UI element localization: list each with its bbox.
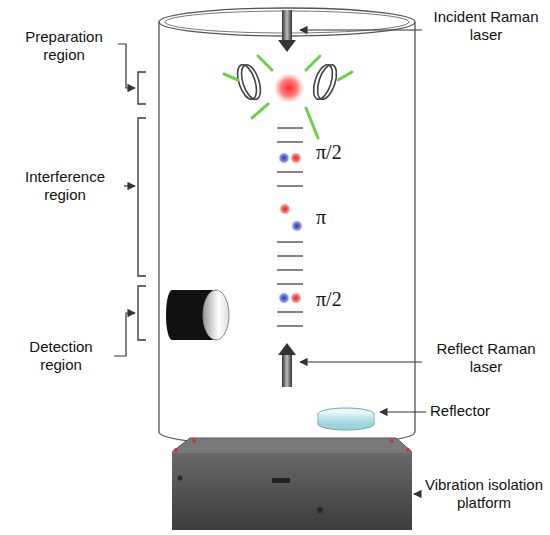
leader-line: [118, 44, 135, 88]
cooling-beam: [306, 56, 320, 70]
leader-line: [300, 29, 422, 30]
coil: [310, 62, 336, 101]
leader-line: [300, 361, 422, 362]
region-label: Interference region: [8, 168, 122, 204]
region-brackets: [138, 72, 146, 340]
laser-beam: [282, 355, 292, 387]
coil: [238, 62, 264, 101]
reflector: [318, 408, 374, 430]
isolation-platform: [172, 438, 412, 530]
ladder-dash: [277, 127, 303, 128]
red-atom: [290, 152, 302, 164]
platform-screw: [174, 448, 178, 452]
ladder-dash: [277, 269, 303, 270]
region-label: Detection region: [8, 338, 114, 374]
part-label: Vibration isolation platform: [422, 476, 546, 512]
cooling-beam: [258, 56, 272, 70]
detector-lens: [203, 290, 229, 340]
pulse-label: π/2: [316, 140, 356, 164]
bracket: [138, 72, 146, 104]
blue-atom: [278, 292, 290, 304]
platform-screw: [406, 448, 410, 452]
vacuum-tube: [159, 8, 415, 446]
atom-cloud: [274, 73, 304, 103]
reflector-body: [318, 414, 374, 424]
leader-line: [380, 411, 426, 412]
laser-label: Incident Raman laser: [426, 8, 546, 44]
platform-screw: [390, 439, 394, 443]
ladder-dash: [277, 185, 303, 186]
pulse-label: π/2: [316, 287, 356, 311]
coil: [234, 62, 260, 101]
part-label: Reflector: [430, 402, 540, 420]
pulse-label: π: [316, 205, 346, 229]
platform-badge: [272, 478, 290, 483]
tube-wall: [158, 22, 159, 432]
platform-screw: [192, 439, 196, 443]
red-atom: [290, 292, 302, 304]
incident-laser-arrow: [278, 10, 296, 52]
bracket: [138, 286, 146, 340]
blue-atom: [291, 220, 303, 232]
cooling-beam: [224, 74, 238, 80]
platform-edge: [172, 452, 412, 453]
leader-line: [124, 185, 135, 186]
ladder-dash: [277, 255, 303, 256]
laser-head: [278, 343, 296, 355]
detector-back: [166, 290, 178, 340]
platform-knob: [317, 507, 323, 513]
energy-ladder: [277, 128, 303, 326]
ladder-dash: [277, 141, 303, 142]
ladder-dash: [277, 325, 303, 326]
region-label: Preparation region: [8, 28, 120, 64]
cooling-beam: [338, 72, 352, 80]
ladder-dash: [277, 311, 303, 312]
coil: [314, 62, 340, 101]
cooling-beam: [306, 108, 318, 138]
detector: [166, 290, 229, 340]
leader-lines: [114, 30, 426, 494]
laser-head: [278, 40, 296, 52]
ladder-dash: [277, 241, 303, 242]
reflector-body: [319, 414, 374, 424]
ladder-dash: [277, 283, 303, 284]
leader-line: [114, 313, 135, 356]
red-atom: [279, 203, 291, 215]
reflect-laser-arrow: [278, 343, 296, 387]
platform-knob: [178, 476, 183, 481]
ladder-dash: [277, 171, 303, 172]
laser-label: Reflect Raman laser: [426, 340, 546, 376]
platform-top: [172, 438, 412, 452]
blue-atom: [278, 152, 290, 164]
leader-line: [414, 493, 420, 494]
atom-wavepackets: [278, 152, 303, 304]
cooling-beams: [224, 56, 352, 138]
tube-wall: [414, 22, 415, 432]
cooling-beam: [252, 104, 268, 118]
bracket: [138, 118, 146, 276]
laser-beam: [282, 10, 292, 40]
platform-front: [172, 452, 412, 530]
